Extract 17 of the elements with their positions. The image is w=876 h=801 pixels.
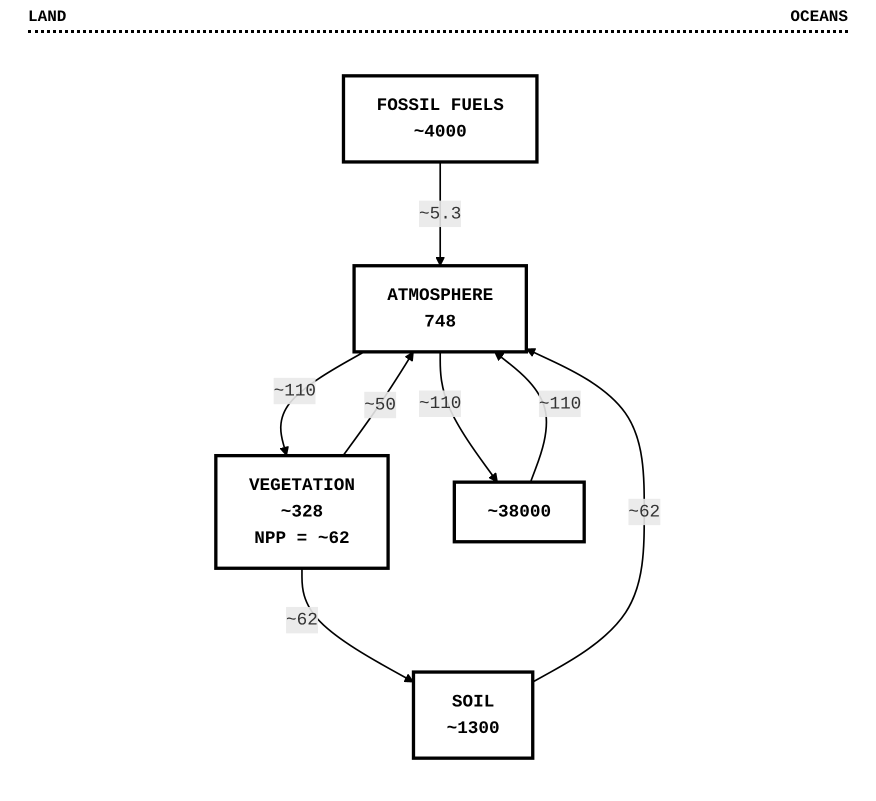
node-box: FOSSIL FUELS ~4000 <box>342 74 539 164</box>
node-box: SOIL ~1300 <box>412 670 534 760</box>
arrow <box>526 348 646 683</box>
edge-label: ~110 <box>538 394 582 414</box>
arrow <box>301 568 414 682</box>
node-box: VEGETATION ~328 NPP = ~62 <box>214 454 390 570</box>
region-label: OCEANS <box>790 8 848 26</box>
edge-label: ~50 <box>364 395 396 415</box>
edge-label: ~110 <box>419 394 462 414</box>
region-label: LAND <box>28 8 66 26</box>
node-box: ATMOSPHERE 748 <box>352 264 528 354</box>
edge-label: ~5.3 <box>419 204 462 224</box>
arrow <box>342 351 414 456</box>
edge-label: ~62 <box>286 610 318 630</box>
edge-label: ~110 <box>274 381 316 401</box>
edge-label: ~62 <box>628 502 660 522</box>
node-box: ~38000 <box>452 480 586 544</box>
